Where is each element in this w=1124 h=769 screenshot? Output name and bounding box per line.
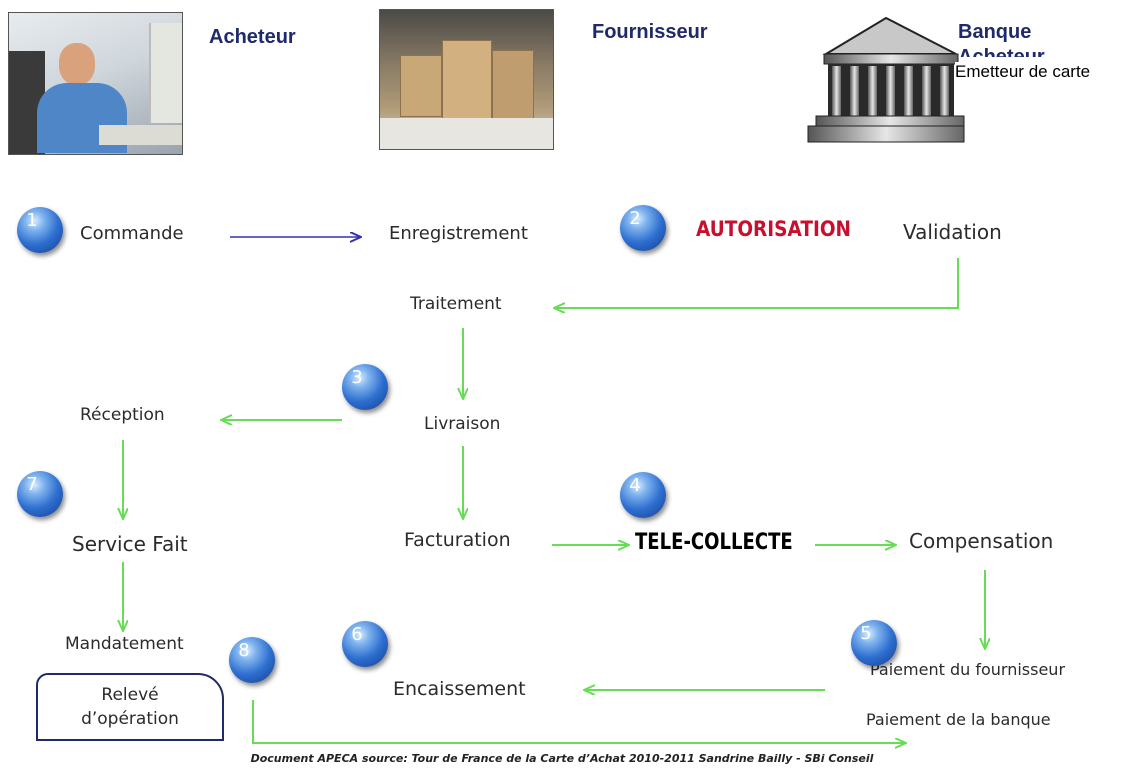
releve-line2: d’opération — [81, 709, 179, 729]
step-badge-5: 5 — [851, 620, 897, 666]
step-encaissement: Encaissement — [393, 678, 526, 700]
releve-operation-box: Relevé d’opération — [36, 673, 224, 741]
actor-issuer-label: Emetteur de carte — [955, 62, 1091, 82]
step-livraison: Livraison — [424, 414, 501, 434]
step-mandatement: Mandatement — [65, 634, 184, 654]
step-service-fait: Service Fait — [72, 532, 188, 556]
step-badge-7: 7 — [17, 471, 63, 517]
badge-5-number: 5 — [860, 623, 872, 644]
step-compensation: Compensation — [909, 529, 1054, 553]
step-paiement-banque: Paiement de la banque — [866, 710, 1051, 729]
step-traitement: Traitement — [410, 294, 502, 314]
step-tele-collecte: TELE-COLLECTE — [635, 530, 793, 555]
step-reception: Réception — [80, 405, 165, 425]
badge-3-number: 3 — [351, 367, 363, 388]
badge-2-number: 2 — [629, 208, 641, 229]
releve-line1: Relevé — [101, 685, 159, 705]
step-autorisation: AUTORISATION — [696, 217, 852, 241]
badge-8-number: 8 — [238, 640, 250, 661]
step-badge-8: 8 — [229, 637, 275, 683]
step-validation: Validation — [903, 220, 1002, 244]
footer-source: Document APECA source: Tour de France de… — [250, 752, 874, 765]
step-badge-1: 1 — [17, 207, 63, 253]
bank-building-icon — [806, 12, 966, 147]
actor-bank-hidden-label: Acheteur — [958, 46, 1045, 57]
step-paiement-fournisseur: Paiement du fournisseur — [870, 660, 1066, 679]
actor-supplier-label: Fournisseur — [592, 21, 708, 43]
warehouse-photo — [379, 9, 554, 150]
badge-4-number: 4 — [629, 475, 641, 496]
step-badge-2: 2 — [620, 205, 666, 251]
step-enregistrement: Enregistrement — [389, 223, 528, 244]
badge-6-number: 6 — [351, 624, 363, 645]
arrow-validation-traitement — [555, 258, 959, 308]
actor-bank-label: Banque — [958, 21, 1032, 43]
actor-buyer-label: Acheteur — [209, 26, 296, 48]
step-facturation: Facturation — [404, 529, 511, 551]
step-badge-4: 4 — [620, 472, 666, 518]
badge-7-number: 7 — [26, 474, 38, 495]
buyer-photo — [8, 12, 183, 155]
step-badge-6: 6 — [342, 621, 388, 667]
badge-1-number: 1 — [26, 210, 38, 231]
step-badge-3: 3 — [342, 364, 388, 410]
arrow-releve-paiementbanque — [252, 700, 905, 743]
step-commande: Commande — [80, 223, 184, 244]
